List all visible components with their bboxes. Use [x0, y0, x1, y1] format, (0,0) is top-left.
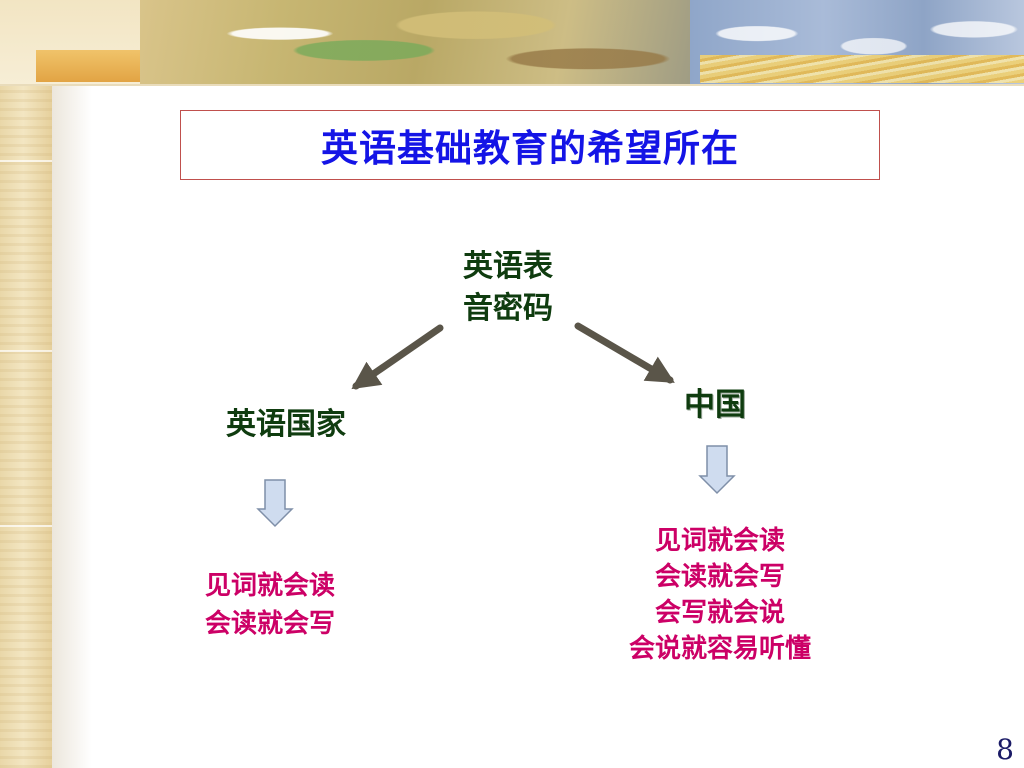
strip-seam — [0, 160, 52, 162]
left-shadow — [52, 84, 92, 768]
slide-title: 英语基础教育的希望所在 — [321, 127, 739, 170]
banner-leaf-image — [140, 0, 700, 84]
root-node-line: 音密码 — [463, 291, 553, 326]
left-branch-label: 英语国家 — [226, 407, 346, 442]
title-box: 英语基础教育的希望所在 — [180, 110, 880, 180]
diagonal-arrow-icon — [574, 322, 675, 384]
result-line: 会读就会写 — [204, 609, 335, 639]
left-decorative-strip — [0, 0, 52, 768]
banner-straw-image — [700, 55, 1024, 83]
page-number: 8 — [996, 733, 1014, 766]
result-line: 见词就会读 — [654, 526, 785, 556]
root-node-line: 英语表 — [463, 249, 553, 284]
down-arrow-icon — [256, 479, 294, 528]
result-line: 会读就会写 — [654, 562, 785, 592]
root-node: 英语表 音密码 — [428, 246, 588, 330]
right-branch-label: 中国 — [684, 387, 746, 423]
banner-edge — [0, 84, 1024, 86]
result-line: 会说就容易听懂 — [628, 634, 811, 664]
diagonal-arrow-icon — [351, 324, 444, 390]
left-branch-result: 见词就会读 会读就会写 — [170, 567, 370, 643]
result-line: 见词就会读 — [204, 571, 335, 601]
right-branch-result: 见词就会读 会读就会写 会写就会说 会说就容易听懂 — [580, 523, 860, 667]
strip-seam — [0, 350, 52, 352]
strip-seam — [0, 525, 52, 527]
down-arrow-icon — [698, 445, 736, 495]
top-banner — [0, 0, 1024, 86]
result-line: 会写就会说 — [654, 598, 785, 628]
